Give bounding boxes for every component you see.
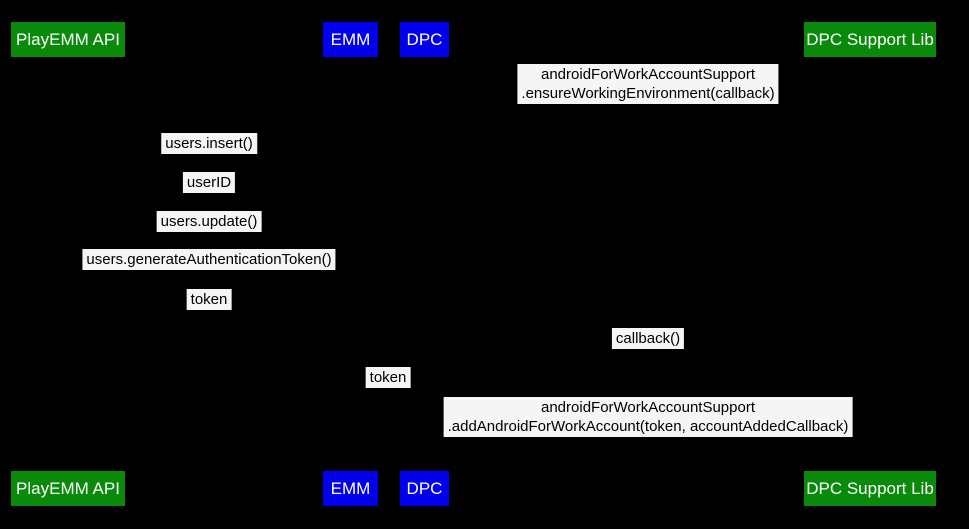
actor-dpc-top: DPC: [400, 22, 449, 57]
message-users-insert: users.insert(): [161, 133, 257, 154]
message-users-generate-authentication-token: users.generateAuthenticationToken(): [82, 249, 336, 270]
actor-emm-top: EMM: [323, 22, 378, 57]
actor-playemm-api-bottom: PlayEMM API: [11, 471, 125, 506]
actor-dpc-support-lib-bottom: DPC Support Lib: [804, 471, 936, 506]
actor-playemm-api-top: PlayEMM API: [11, 22, 125, 57]
message-add-android-for-work-account: androidForWorkAccountSupport .addAndroid…: [443, 397, 853, 437]
message-token-forward: token: [365, 367, 411, 388]
message-line: .ensureWorkingEnvironment(callback): [521, 85, 775, 102]
message-users-update: users.update(): [156, 211, 262, 232]
message-ensure-working-environment: androidForWorkAccountSupport .ensureWork…: [517, 64, 779, 104]
message-user-id: userID: [182, 172, 236, 193]
actor-dpc-support-lib-top: DPC Support Lib: [804, 22, 936, 57]
actor-dpc-bottom: DPC: [400, 471, 449, 506]
message-line: androidForWorkAccountSupport: [541, 399, 755, 416]
actor-emm-bottom: EMM: [323, 471, 378, 506]
message-callback: callback(): [611, 328, 685, 349]
message-line: androidForWorkAccountSupport: [540, 66, 755, 83]
message-token-return: token: [186, 289, 232, 310]
message-line: .addAndroidForWorkAccount(token, account…: [447, 418, 849, 435]
